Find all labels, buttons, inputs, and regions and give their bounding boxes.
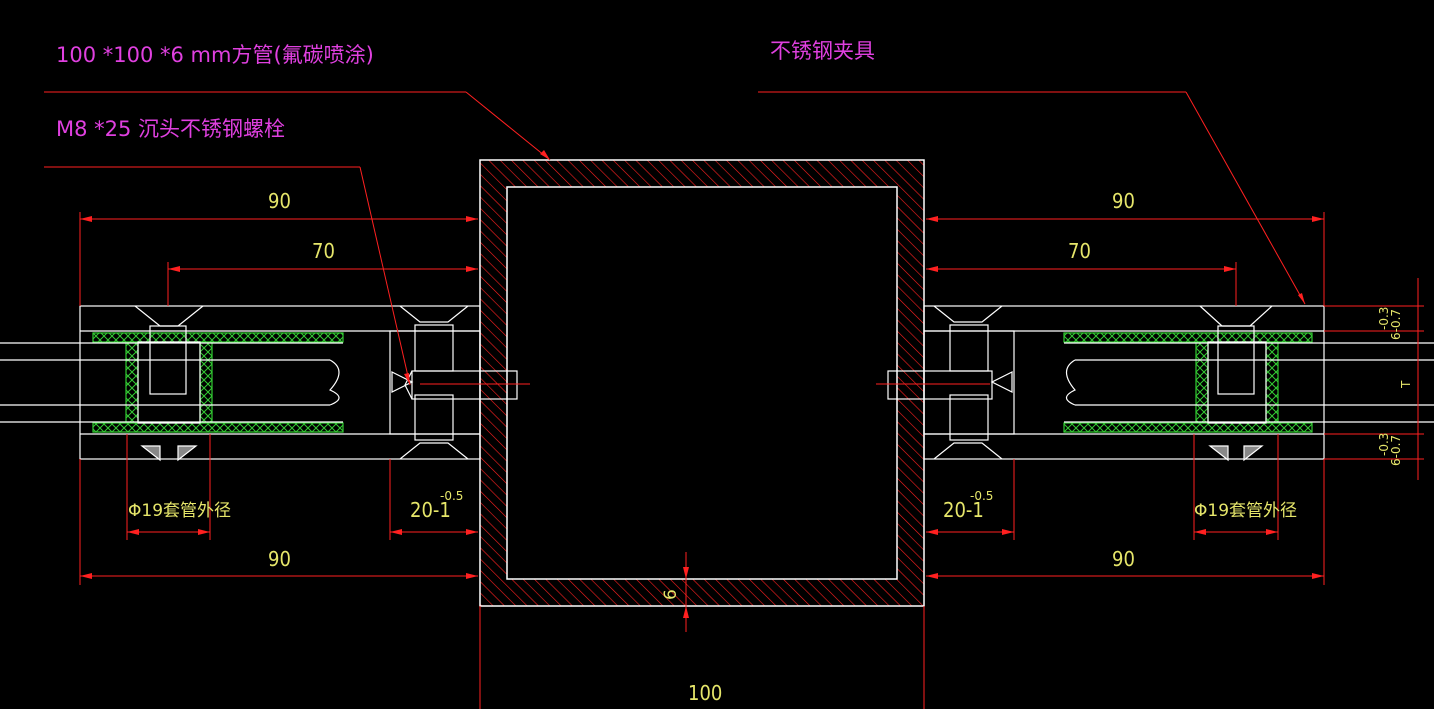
dim-right-sleeve: Φ19套管外径 <box>1194 501 1297 521</box>
clamp-spec-label: 不锈钢夹具 <box>770 39 875 63</box>
dim-right-bottom-90: 90 <box>1112 547 1135 571</box>
dim-left-20-tol: -0.5 <box>440 489 463 503</box>
dim-tube-100: 100 <box>688 681 722 705</box>
arrowheads <box>80 150 1324 618</box>
dim-wall-6: 6 <box>661 589 681 600</box>
dim-right-tol-bot-a: 6-0.7 <box>1389 435 1403 466</box>
bolt-spec-label: M8 *25 沉头不锈钢螺栓 <box>56 117 285 141</box>
right-clamp <box>887 305 1434 462</box>
dim-right-top-90: 90 <box>1112 189 1135 213</box>
dim-left-70: 70 <box>312 239 335 263</box>
dim-right-70: 70 <box>1068 239 1091 263</box>
dim-left-top-90: 90 <box>268 189 291 213</box>
dim-right-20-tol: -0.5 <box>970 489 993 503</box>
dim-right-20: 20-1 <box>943 498 984 522</box>
dim-right-tol-bot-b: -0.3 <box>1377 433 1391 456</box>
square-tube <box>479 159 925 607</box>
dim-right-tol-top-a: 6-0.7 <box>1389 309 1403 340</box>
dimension-lines <box>44 91 1424 709</box>
dim-left-bottom-90: 90 <box>268 547 291 571</box>
dim-left-sleeve: Φ19套管外径 <box>128 501 231 521</box>
dim-right-tol-top-b: -0.3 <box>1377 307 1391 330</box>
dim-right-T: T <box>1399 380 1413 389</box>
dim-left-20: 20-1 <box>410 498 451 522</box>
left-clamp <box>0 305 518 462</box>
tube-spec-label: 100 *100 *6 mm方管(氟碳喷涂) <box>56 43 374 67</box>
